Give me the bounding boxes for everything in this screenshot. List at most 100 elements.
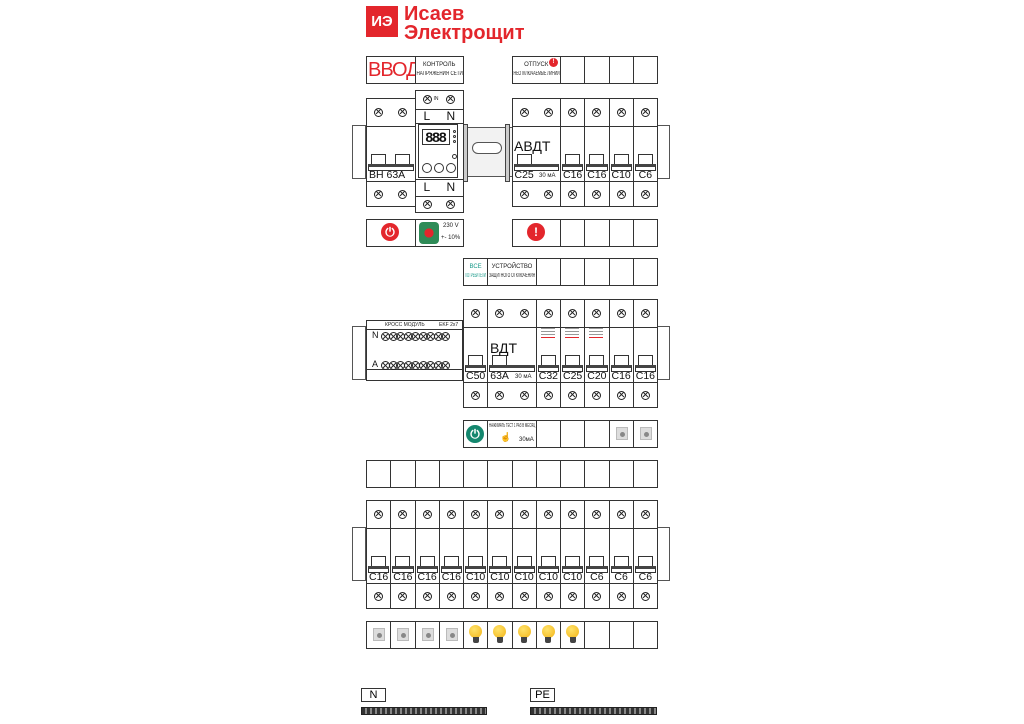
screw-icon (568, 308, 577, 318)
divider (609, 327, 633, 328)
screw-icon (543, 308, 553, 318)
relay-in-label: IN (433, 96, 439, 102)
terminal-screw-icon (441, 361, 450, 370)
screw-icon (398, 189, 408, 199)
screw-icon (592, 308, 602, 318)
screw-icon (495, 308, 505, 318)
divider (367, 329, 462, 330)
screw-icon (495, 390, 505, 400)
tiny-text-line (589, 334, 604, 335)
divider (367, 126, 415, 127)
breaker-rating: C32 (538, 370, 558, 382)
screw-icon (422, 509, 432, 519)
busbar-n (361, 707, 487, 715)
tiny-text-line (540, 337, 555, 338)
relay-button-icon[interactable] (445, 163, 456, 173)
screw-icon (568, 390, 577, 400)
breaker-lever (513, 164, 559, 171)
label-empty (584, 56, 610, 84)
breaker-lever (610, 566, 632, 573)
breaker-lever (562, 365, 584, 372)
screw-icon (616, 509, 626, 519)
test-leak: 30мА (519, 437, 534, 443)
tiny-text-line (565, 331, 579, 332)
divider (512, 528, 536, 529)
label-empty (366, 460, 392, 488)
relay-led (452, 140, 456, 143)
divider (415, 179, 463, 180)
divider (536, 528, 560, 529)
divider (464, 327, 488, 328)
rail-end-right (657, 125, 670, 179)
label-empty (632, 258, 658, 286)
label-empty (560, 460, 586, 488)
breaker-lever (465, 566, 487, 573)
screw-icon (592, 189, 602, 199)
screw-icon (398, 107, 408, 117)
breaker-lever (537, 365, 559, 372)
tiny-text-line (540, 334, 555, 335)
relay-button-icon[interactable] (421, 163, 432, 173)
divider (391, 528, 415, 529)
label-empty (535, 258, 561, 286)
cross-n-label: N (372, 330, 379, 340)
label-empty (608, 258, 634, 286)
breaker-lever (610, 164, 632, 171)
divider (561, 528, 585, 529)
breaker-rating: C6 (638, 571, 653, 583)
bulb-glass (517, 625, 531, 638)
divider (439, 583, 463, 584)
relay-knob[interactable] (451, 154, 457, 159)
screw-icon (640, 591, 650, 601)
breaker-rating: C10 (611, 169, 631, 181)
bulb-icon (517, 625, 531, 645)
screw-icon (640, 308, 650, 318)
voltage-value: 230 V (443, 223, 459, 229)
label-empty (608, 460, 634, 488)
divider (633, 327, 657, 328)
screw-icon (592, 509, 602, 519)
label-line: НАПРЯЖЕНИЯ СЕТИ (416, 71, 463, 77)
bulb-base (545, 637, 552, 643)
label-empty (584, 460, 610, 488)
rcd-leak: 30 мА (515, 374, 532, 380)
hand-pointer-icon: ☝ (500, 432, 512, 442)
input-label: ВВОД (368, 59, 420, 81)
label-empty (608, 621, 634, 649)
label-empty (535, 460, 561, 488)
breaker-rating: C16 (611, 370, 631, 382)
screw-icon (471, 390, 480, 400)
rcd-label: ВДТ (490, 340, 518, 356)
label-empty (632, 219, 658, 247)
label-empty (463, 460, 489, 488)
label-empty (414, 460, 440, 488)
rail-end-left (352, 527, 366, 581)
bulb-icon (469, 625, 482, 645)
screw-icon (423, 94, 432, 104)
divider (633, 181, 657, 182)
screw-icon (519, 189, 529, 199)
breaker-rating: C10 (562, 571, 583, 583)
screw-icon (495, 509, 505, 519)
bulb-glass (541, 625, 555, 638)
breaker-lever (368, 164, 414, 171)
circuit-breaker[interactable] (414, 500, 440, 609)
screw-icon (543, 189, 553, 199)
screw-icon (640, 390, 650, 400)
breaker-rating: C6 (590, 571, 604, 583)
tiny-text-line (589, 328, 604, 329)
screw-icon (446, 199, 455, 209)
divider (561, 126, 585, 127)
label-line: НЕОТКЛЮЧАЕМЫЕ ЛИНИИ (513, 71, 560, 77)
tiny-text-line (540, 331, 555, 332)
screw-icon (446, 94, 455, 104)
breaker-lever (586, 365, 608, 372)
rail-end-right (657, 326, 670, 380)
rcbo-label: АВДТ (514, 138, 551, 154)
relay-button-icon[interactable] (433, 163, 444, 173)
brand-name-line2: Электрощит (404, 22, 525, 44)
label-empty (632, 621, 658, 649)
divider (367, 583, 391, 584)
rcbo-avdt[interactable] (511, 98, 561, 207)
